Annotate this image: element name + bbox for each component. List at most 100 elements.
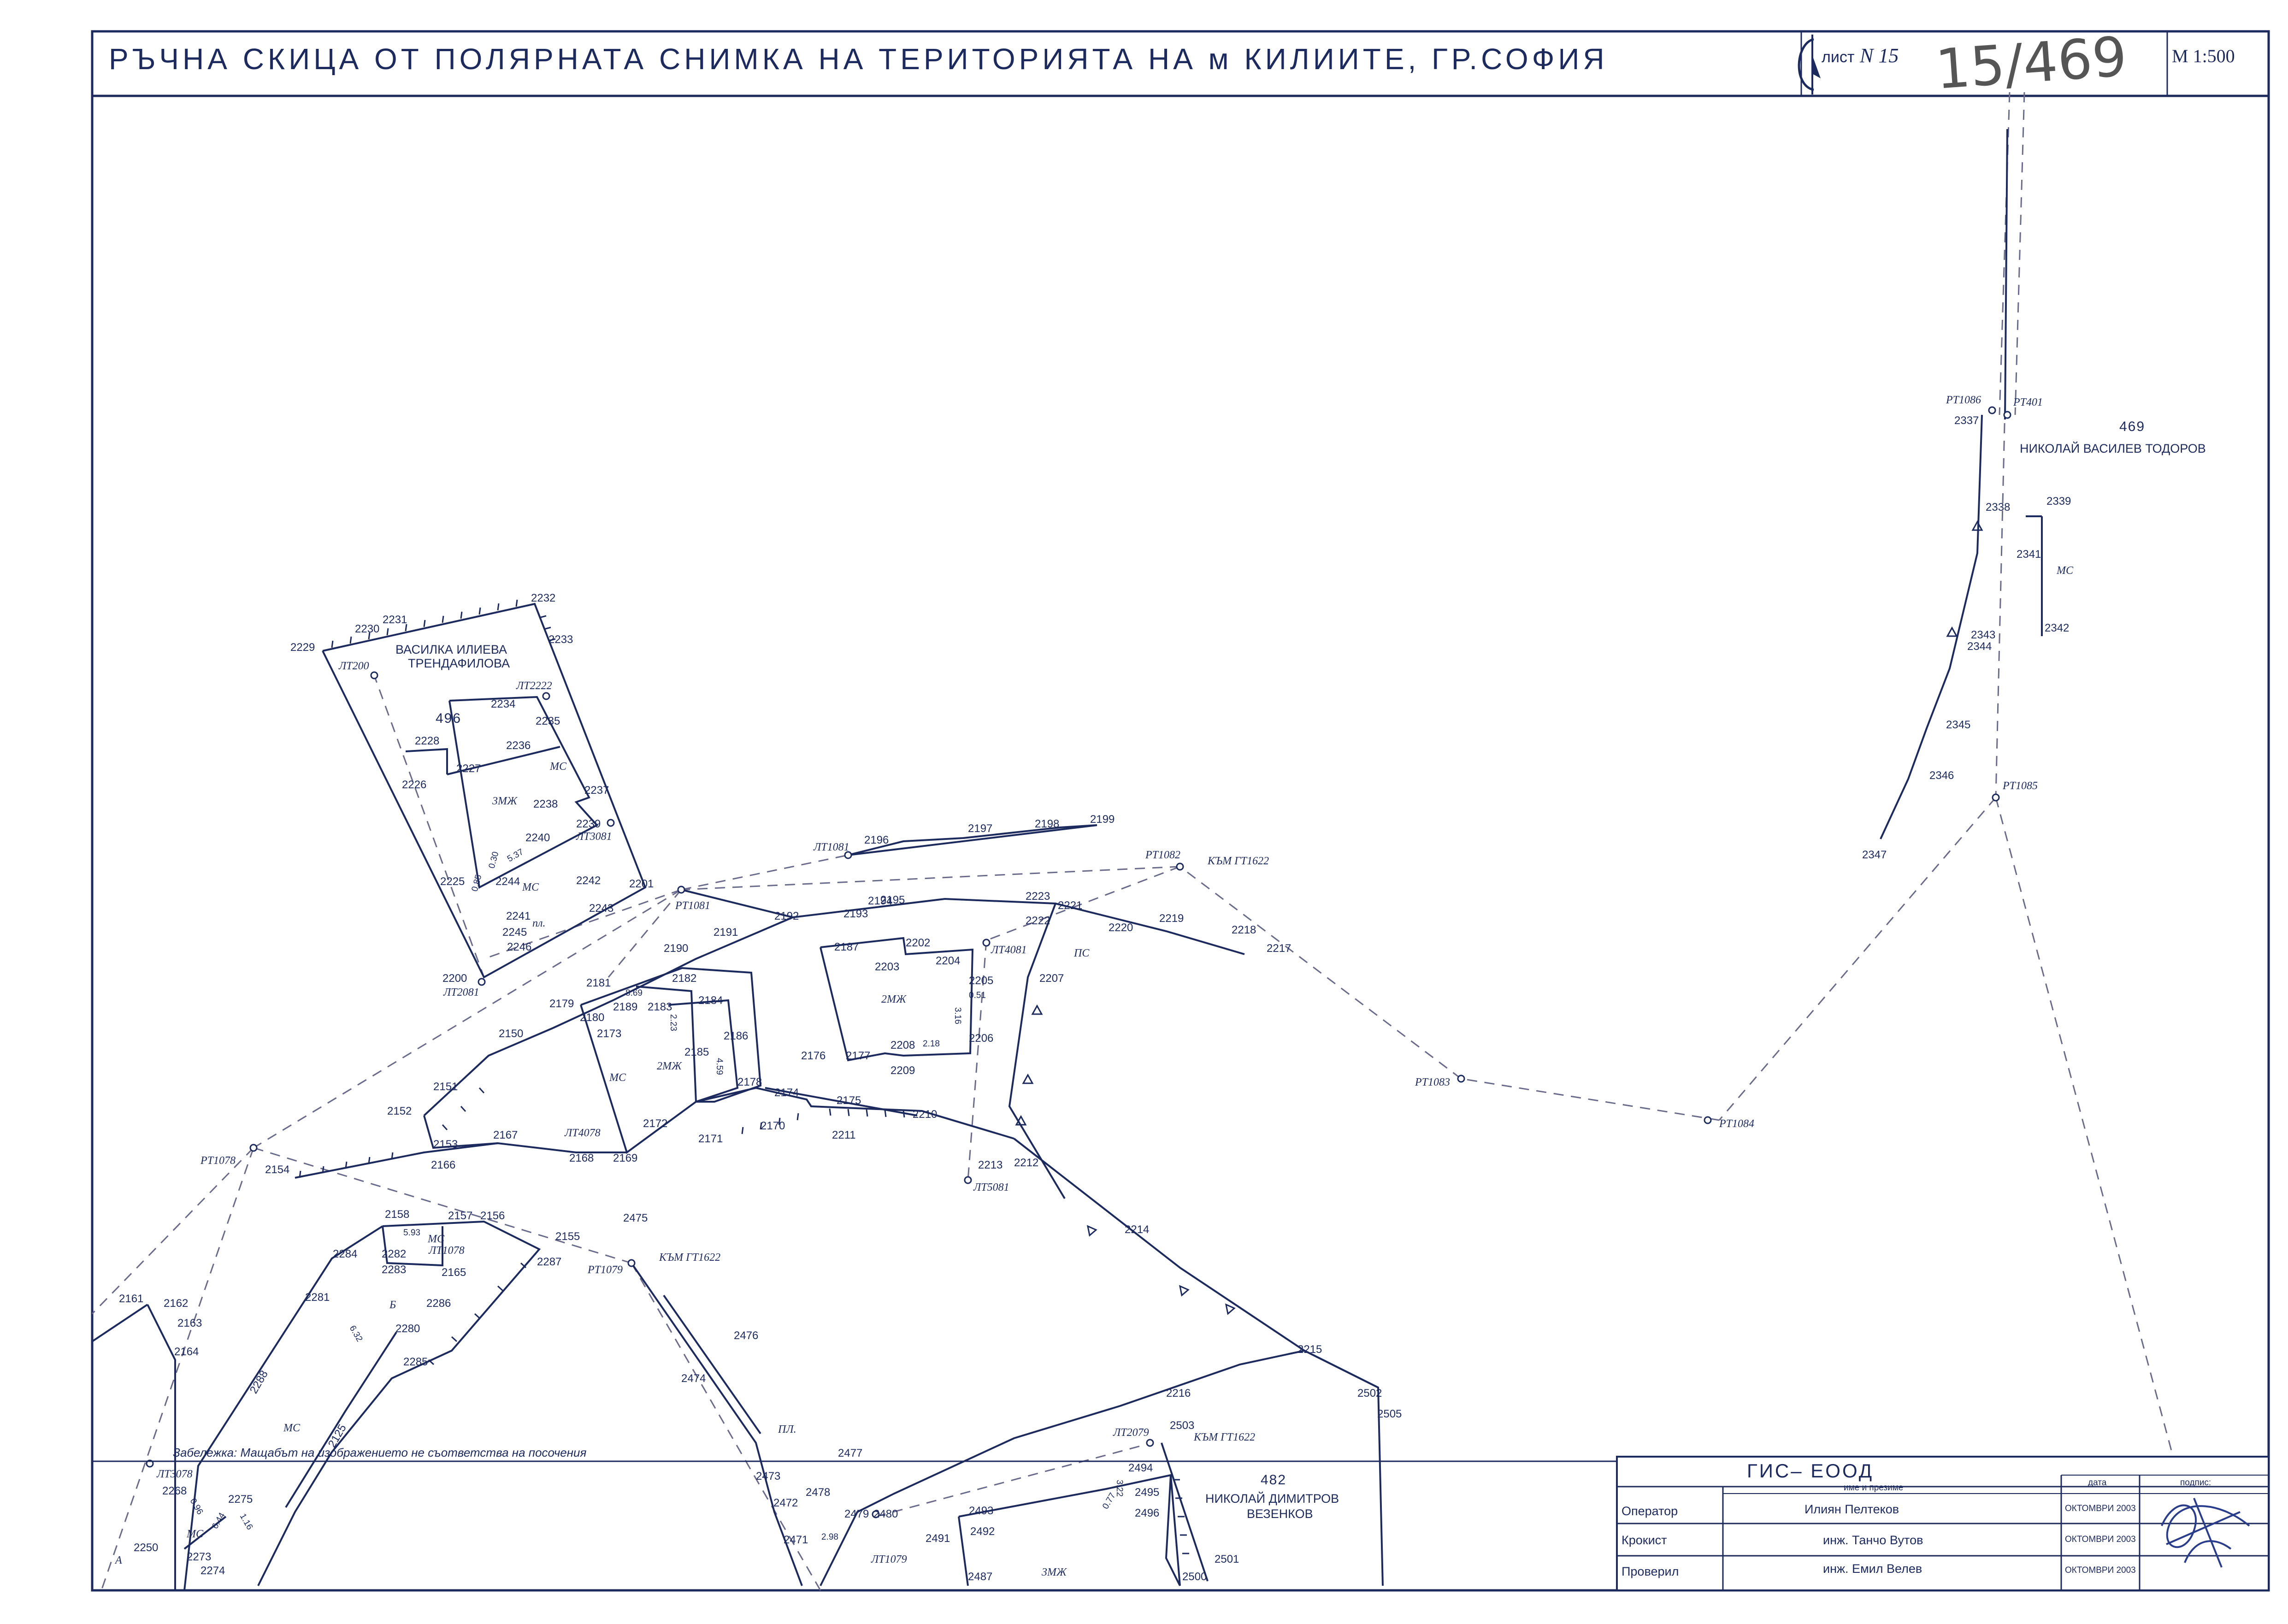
station-rt401 <box>2003 411 2011 419</box>
point-number: 2494 <box>1128 1462 1153 1474</box>
station-rt1081 <box>677 886 685 894</box>
building-code: пл. <box>532 917 545 929</box>
point-number: 2283 <box>382 1264 406 1276</box>
point-number: 2339 <box>2046 495 2071 508</box>
point-number: 2212 <box>1014 1157 1038 1169</box>
point-number: 2227 <box>456 762 481 775</box>
point-number: 2197 <box>968 822 992 835</box>
measurement: 5.37 <box>506 847 525 864</box>
point-number: 2185 <box>684 1046 709 1058</box>
point-number: 2491 <box>926 1532 950 1545</box>
row-date: ОКТОМВРИ 2003 <box>2065 1565 2136 1575</box>
fence-hatching <box>299 599 1189 1554</box>
owner-name: НИКОЛАЙ ДИМИТРОВ <box>1205 1491 1339 1506</box>
point-number: 2167 <box>493 1129 518 1141</box>
point-number: 2480 <box>873 1508 898 1520</box>
point-number: 2194 <box>868 895 892 907</box>
station-label: РТ1082 <box>1145 849 1180 861</box>
point-number: 2250 <box>134 1541 158 1554</box>
point-number: 2232 <box>531 592 555 604</box>
reference-labels: КЪМ ГТ1622 КЪМ ГТ1622 КЪМ ГТ1622 <box>659 855 1269 1443</box>
point-number: 2487 <box>968 1571 992 1583</box>
station-lt2081 <box>478 978 486 986</box>
scale-note: Забележка: Мащабът на изображението не с… <box>173 1446 587 1459</box>
point-number: 2287 <box>537 1256 561 1268</box>
station-label: ЛТ1081 <box>813 841 849 853</box>
point-number: 2163 <box>177 1317 202 1329</box>
point-number: 2503 <box>1170 1419 1194 1432</box>
building-code: МС <box>283 1422 301 1434</box>
building-code: МС <box>549 761 567 773</box>
point-number: 2200 <box>442 972 467 985</box>
station-rt1085 <box>1992 793 2000 802</box>
point-number: 2169 <box>613 1152 637 1164</box>
point-number: 2493 <box>969 1505 993 1517</box>
measurement: 2.18 <box>923 1039 940 1049</box>
point-number: 2155 <box>555 1230 580 1243</box>
point-number: 2189 <box>613 1001 637 1013</box>
point-number: 2173 <box>597 1028 621 1040</box>
point-number: 2176 <box>801 1050 826 1062</box>
point-number: 2241 <box>506 910 531 922</box>
point-number: 2222 <box>1026 915 1050 927</box>
point-number: 2477 <box>838 1447 862 1459</box>
building-code: 3МЖ <box>492 795 518 807</box>
measurement: 2.98 <box>821 1532 838 1542</box>
point-number: 2215 <box>1297 1343 1322 1356</box>
point-number: 2201 <box>629 878 654 890</box>
reference-label: КЪМ ГТ1622 <box>659 1252 720 1264</box>
point-number: 2184 <box>698 994 723 1007</box>
point-number: 2342 <box>2045 622 2069 634</box>
point-number: 2165 <box>442 1266 466 1279</box>
point-number: 2282 <box>382 1248 406 1260</box>
station-rt1078 <box>249 1144 258 1152</box>
point-number: 2235 <box>536 715 560 727</box>
point-number: 2225 <box>440 875 465 888</box>
map-scale: М 1:500 <box>2172 46 2235 66</box>
building-code: МС <box>2056 565 2074 577</box>
parcel-number: 496 <box>436 711 461 726</box>
owner-name: ВАСИЛКА ИЛИЕВА <box>395 643 507 656</box>
point-number: 2495 <box>1135 1486 1159 1499</box>
measurement: 6.44 <box>210 1511 227 1531</box>
boundary-lines <box>91 129 2043 1591</box>
point-number: 2238 <box>533 798 558 810</box>
point-number: 2274 <box>200 1565 225 1577</box>
point-number: 2198 <box>1035 818 1059 830</box>
point-number: 2246 <box>507 941 531 953</box>
station-labels: РТ1086 РТ401 РТ1085 РТ1084 РТ1083 РТ1082… <box>156 394 2043 1565</box>
owner-name: ВЕЗЕНКОВ <box>1247 1507 1313 1521</box>
point-number: 2472 <box>773 1497 798 1509</box>
reference-label: КЪМ ГТ1622 <box>1193 1431 1255 1443</box>
row-name: Илиян Пелтеков <box>1804 1502 1899 1516</box>
station-label: ЛТ2081 <box>443 986 479 998</box>
point-number: 2209 <box>890 1064 915 1077</box>
point-number: 2229 <box>290 641 315 654</box>
station-lt3081 <box>607 819 615 827</box>
point-number: 2153 <box>433 1138 458 1151</box>
parcel-number: 469 <box>2119 419 2145 434</box>
point-number: 2216 <box>1166 1387 1191 1400</box>
point-number: 2500 <box>1182 1571 1207 1583</box>
point-number: 2156 <box>480 1210 505 1222</box>
company-name: ГИС– ЕООД <box>1747 1460 1874 1482</box>
building-codes: МС МС МС МС МС МС МС 3МЖ 3МЖ 2МЖ 2МЖ ПС … <box>114 565 2074 1578</box>
point-number: 2341 <box>2017 548 2041 561</box>
owner-name: ТРЕНДАФИЛОВА <box>408 656 510 670</box>
measurement: 2.23 <box>668 1014 678 1031</box>
point-number: 2166 <box>431 1159 455 1171</box>
measurement: 3.16 <box>953 1007 962 1024</box>
compass-logo-icon <box>1798 35 1821 94</box>
point-number: 2199 <box>1090 813 1115 826</box>
station-label: ЛТ4081 <box>991 944 1027 956</box>
point-number: 2280 <box>395 1323 420 1335</box>
sheet-number: N 15 <box>1859 44 1899 67</box>
station-rt1079 <box>627 1259 636 1267</box>
station-points <box>146 406 2011 1518</box>
point-number: 2471 <box>784 1534 808 1546</box>
point-number: 2190 <box>664 942 688 955</box>
point-number: 2242 <box>576 874 601 887</box>
measurement: 5.93 <box>403 1228 420 1238</box>
point-number: 2496 <box>1135 1507 1159 1519</box>
row-date: ОКТОМВРИ 2003 <box>2065 1504 2136 1513</box>
